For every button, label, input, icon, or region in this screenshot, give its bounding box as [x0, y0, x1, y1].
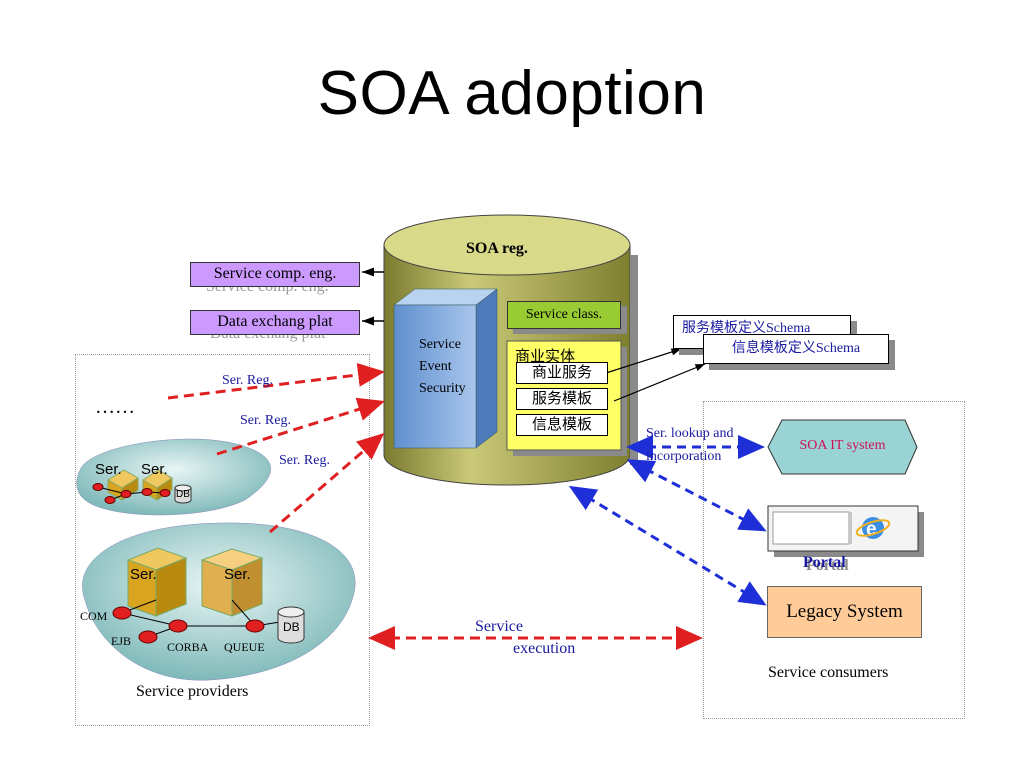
- small-ser-label-2: Ser.: [141, 461, 168, 478]
- lookup-arrow-legacy: [568, 485, 767, 606]
- database-icon: [277, 606, 305, 644]
- providers-group: [75, 354, 370, 726]
- data-exchang-plat-box: Data exchang plat: [190, 310, 360, 335]
- ejb-label: EJB: [111, 634, 132, 648]
- execution-label-line2: execution: [513, 640, 576, 657]
- small-ser-label-1: Ser.: [95, 461, 122, 478]
- queue-label: QUEUE: [224, 640, 265, 654]
- service-event-security-block: [393, 288, 498, 449]
- large-ser-label-2: Ser.: [224, 566, 251, 583]
- portal-label: Portal: [803, 554, 846, 571]
- slide-title: SOA adoption: [317, 59, 707, 128]
- ser-reg-arrow: [167, 362, 385, 400]
- block-line-event: Event: [419, 359, 452, 374]
- svg-text:e: e: [866, 519, 877, 540]
- block-line-service: Service: [419, 337, 461, 352]
- service-class-box: Service class.: [507, 301, 621, 329]
- entity-item-info-template: 信息模板: [516, 414, 608, 436]
- lookup-arrow-portal: [626, 459, 767, 532]
- cube-icon: [126, 547, 188, 617]
- schema2-box: 信息模板定义Schema: [703, 334, 889, 364]
- portal-label-shadow: Portal: [806, 557, 849, 574]
- large-blob-network: [112, 599, 281, 644]
- lookup-label-line2: incorporation: [646, 449, 722, 464]
- entity-item-business-service: 商业服务: [516, 362, 608, 384]
- ser-reg-label-3: Ser. Reg.: [279, 453, 330, 468]
- cube-icon: [200, 548, 264, 617]
- corba-label: CORBA: [167, 640, 209, 654]
- lookup-label-line1: Ser. lookup and: [646, 426, 734, 441]
- large-ser-label-1: Ser.: [130, 566, 157, 583]
- large-db-label: DB: [283, 620, 300, 634]
- service-comp-eng-box: Service comp. eng.: [190, 262, 360, 287]
- internet-explorer-icon: e: [855, 517, 891, 540]
- soa-it-system-shape: [767, 419, 918, 475]
- execution-label-line1: Service: [475, 618, 523, 635]
- soa-it-system-label: SOA IT system: [799, 438, 886, 453]
- service-consumers-caption: Service consumers: [768, 664, 889, 681]
- block-line-security: Security: [419, 381, 466, 396]
- small-blob-network: [92, 483, 171, 504]
- soa-registry-label: SOA reg.: [466, 240, 528, 257]
- ser-reg-label-1: Ser. Reg.: [222, 373, 273, 388]
- entity-item-service-template: 服务模板: [516, 388, 608, 410]
- more-providers-dots: ……: [95, 396, 135, 418]
- com-label: COM: [80, 609, 108, 623]
- ser-reg-arrow: [269, 433, 385, 534]
- small-db-label: DB: [176, 489, 190, 500]
- portal-frame: [767, 505, 924, 557]
- database-icon: [174, 484, 192, 504]
- ser-reg-label-2: Ser. Reg.: [240, 413, 291, 428]
- entity-label: 商业实体: [515, 349, 576, 365]
- ser-reg-arrow: [216, 397, 385, 456]
- legacy-system-box: Legacy System: [767, 586, 922, 638]
- arrow-schema2: [613, 363, 706, 402]
- service-providers-caption: Service providers: [136, 683, 249, 700]
- arrow-schema1: [605, 348, 682, 374]
